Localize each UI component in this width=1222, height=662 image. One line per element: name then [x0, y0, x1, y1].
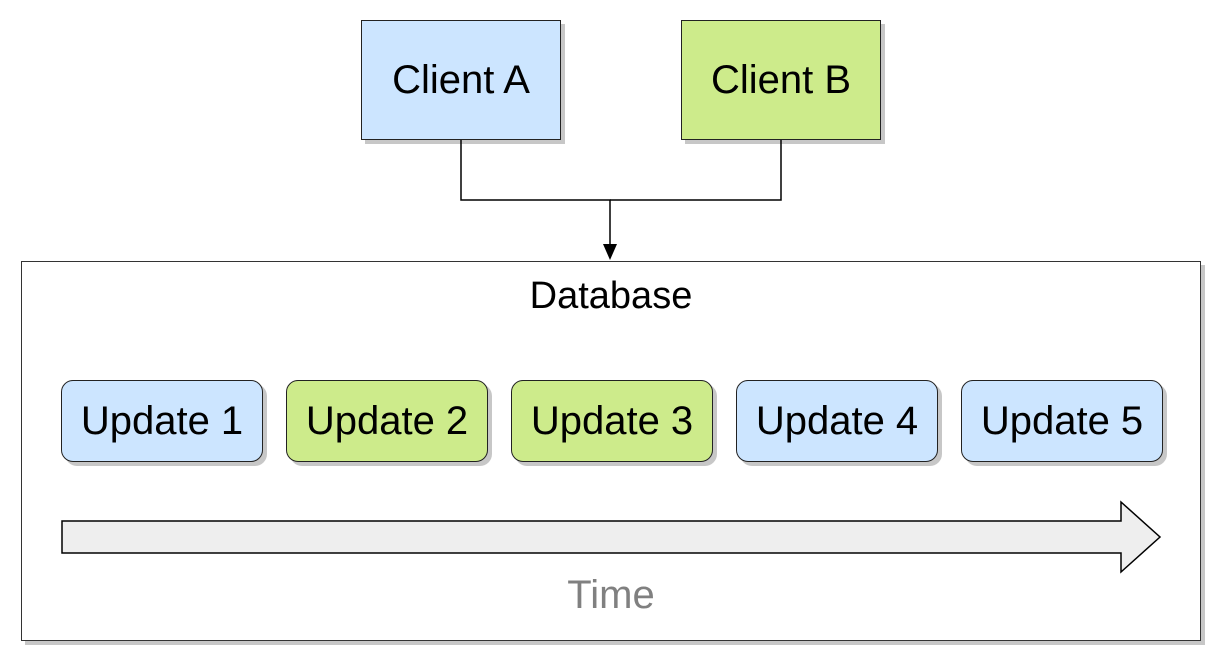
- time-label: Time: [567, 573, 655, 617]
- update-1-box[interactable]: Update 1: [61, 380, 263, 462]
- client-b-box[interactable]: Client B: [681, 20, 881, 140]
- client-a-connector: [460, 140, 611, 246]
- update-4-box[interactable]: Update 4: [736, 380, 938, 462]
- database-arrowhead: [603, 244, 617, 260]
- client-a-label: Client A: [392, 57, 530, 102]
- update-5-label: Update 5: [980, 398, 1144, 443]
- update-3-box[interactable]: Update 3: [511, 380, 713, 462]
- update-1-label: Update 1: [80, 398, 244, 443]
- client-a-box[interactable]: Client A: [361, 20, 561, 140]
- client-b-label: Client B: [710, 57, 852, 102]
- update-3-label: Update 3: [530, 398, 694, 443]
- client-b-connector: [610, 140, 782, 201]
- update-4-label: Update 4: [755, 398, 919, 443]
- database-label: Database: [529, 275, 693, 317]
- update-5-box[interactable]: Update 5: [961, 380, 1163, 462]
- update-2-box[interactable]: Update 2: [286, 380, 488, 462]
- update-2-label: Update 2: [305, 398, 469, 443]
